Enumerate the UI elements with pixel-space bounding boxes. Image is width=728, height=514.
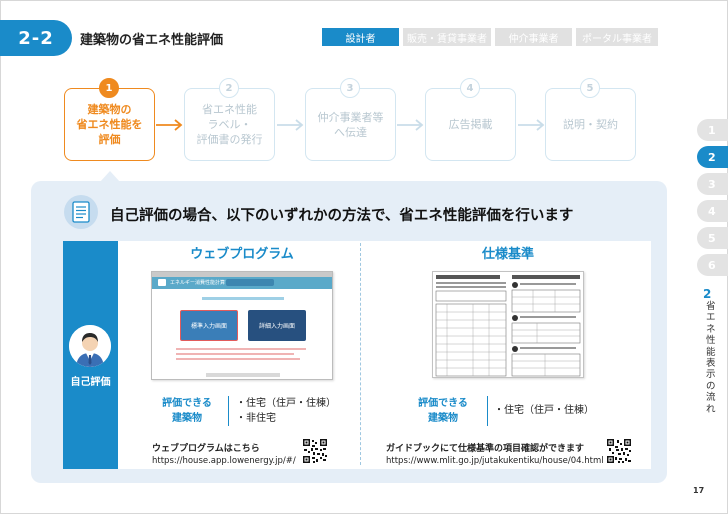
spec-eval-item: ・住宅（住戸・住棟） [494,405,594,416]
web-program-note: ウェブプログラムはこちら [152,444,260,454]
screenshot-standard-card: 標準入力画面 [180,310,238,341]
web-eval-separator [228,396,229,426]
index-tab-4[interactable]: 4 [697,200,728,222]
document-icon [64,195,98,229]
spec-eval-label: 評価できる建築物 [418,398,468,424]
person-avatar-icon [69,325,111,367]
index-tab-6[interactable]: 6 [697,254,728,276]
flow-step-2-number: 2 [219,78,239,98]
flow-step-5-number: 5 [580,78,600,98]
spec-eval-items: ・住宅（住戸・住棟） [494,403,594,418]
web-eval-items: ・住宅（住戸・住棟） ・非住宅 [236,396,336,426]
flow-arrow-3-icon [397,119,424,131]
web-program-url[interactable]: https://house.app.lowenergy.jp/#/ [152,456,296,466]
screenshot-header-text: エネルギー消費性能計算プログラム [170,280,250,286]
spec-guidebook-note: ガイドブックにて仕様基準の項目確認ができます [386,444,585,454]
flow-step-4-label: 広告掲載 [448,118,493,131]
self-evaluation-label: 自己評価 [70,377,111,388]
flow-step-1: 建築物の省エネ性能を評価 [64,88,155,161]
flow-step-2-label: 省エネ性能ラベル・評価書の発行 [196,103,263,146]
web-program-qr-code[interactable] [302,438,328,464]
flow-step-3: 仲介事業者等へ伝達 [305,88,396,161]
flow-step-4: 広告掲載 [425,88,516,161]
flow-step-3-label: 仲介事業者等へ伝達 [317,110,384,139]
flow-arrow-1-icon [156,119,183,131]
flow-step-1-label: 建築物の省エネ性能を評価 [76,103,143,146]
role-tabs: 設計者 販売・賃貸事業者 仲介事業者 ポータル事業者 [322,28,658,46]
role-tab-portal[interactable]: ポータル事業者 [576,28,658,46]
index-tab-3[interactable]: 3 [697,173,728,195]
index-tab-1[interactable]: 1 [697,119,728,141]
role-tab-sales-rental[interactable]: 販売・賃貸事業者 [403,28,491,46]
flow-step-5-label: 説明・契約 [563,118,618,131]
index-active-number: 2 [703,287,712,301]
flow-step-5: 説明・契約 [545,88,636,161]
role-tab-broker[interactable]: 仲介事業者 [495,28,572,46]
flow-arrow-2-icon [277,119,304,131]
web-eval-label: 評価できる建築物 [162,398,212,424]
web-program-title: ウェブプログラム [190,247,294,262]
flow-step-4-number: 4 [460,78,480,98]
spec-eval-separator [487,396,488,426]
spec-guidebook-image [432,271,584,378]
role-tab-designer[interactable]: 設計者 [322,28,399,46]
flow-step-2: 省エネ性能ラベル・評価書の発行 [184,88,275,161]
panel-heading: 自己評価の場合、以下のいずれかの方法で、省エネ性能評価を行います [110,208,574,224]
spec-standard-title: 仕様基準 [481,247,534,262]
page-number: 17 [693,486,705,495]
index-tab-5[interactable]: 5 [697,227,728,249]
web-program-screenshot: エネルギー消費性能計算プログラム 標準入力画面 詳細入力画面 [151,271,333,380]
spec-guidebook-qr-code[interactable] [606,438,632,464]
screenshot-detail-card: 詳細入力画面 [248,310,306,341]
web-eval-item: ・非住宅 [236,413,276,424]
panel-pointer [100,171,120,182]
web-eval-item: ・住宅（住戸・住棟） [236,398,336,409]
flow-arrow-4-icon [518,119,545,131]
spec-guidebook-url[interactable]: https://www.mlit.go.jp/jutakukentiku/hou… [386,456,604,466]
section-title: 建築物の省エネ性能評価 [80,33,224,48]
index-active-title: 省エネ性能表示の流れ [706,301,716,415]
flow-step-1-number: 1 [99,78,119,98]
column-divider [360,243,361,465]
section-number-badge: 2-2 [0,20,72,56]
index-tab-2[interactable]: 2 [697,146,728,168]
flow-step-3-number: 3 [340,78,360,98]
